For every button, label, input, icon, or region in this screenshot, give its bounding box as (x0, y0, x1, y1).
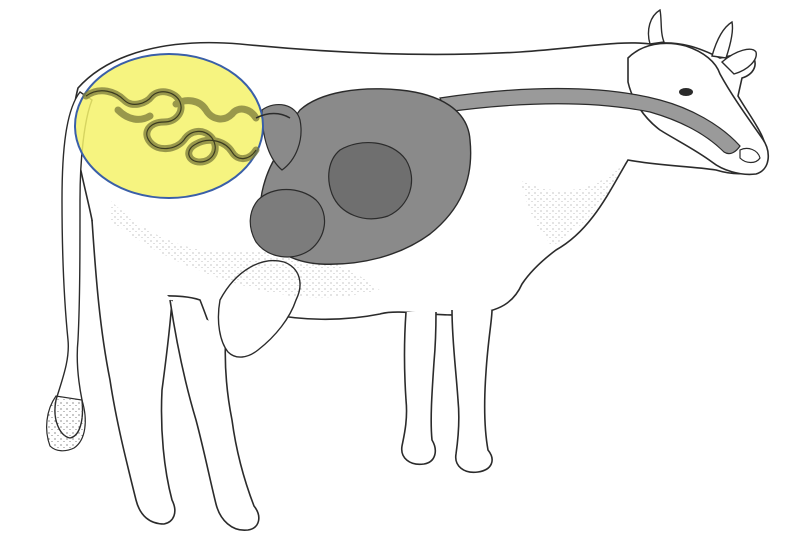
front-leg-left (402, 312, 436, 464)
highlight-ellipse (75, 54, 263, 198)
abomasum (250, 190, 324, 257)
omasum (329, 143, 412, 219)
tail-tuft (47, 396, 86, 451)
cow-horn-right (712, 22, 733, 58)
front-leg-right (452, 310, 492, 472)
cow-horn-left (648, 10, 664, 44)
cow-eye (679, 88, 693, 96)
